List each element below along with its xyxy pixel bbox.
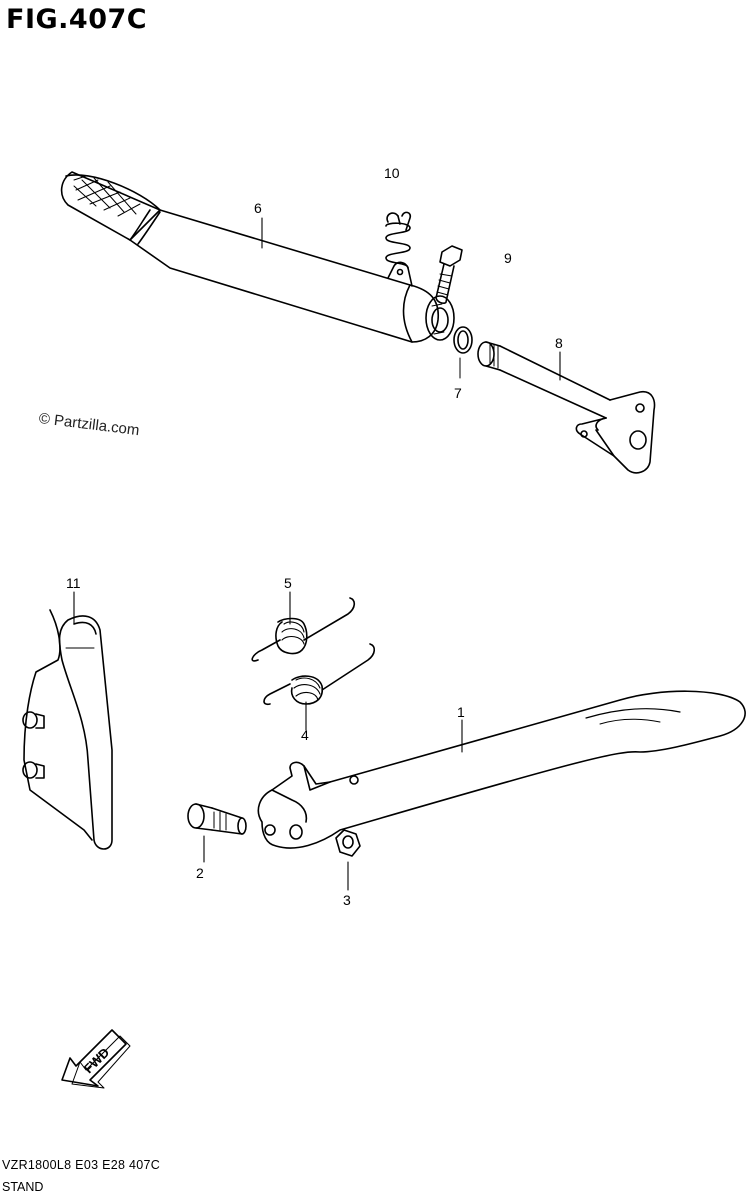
part-9-bolt: [435, 245, 463, 304]
lever-grip-knurl: [73, 175, 141, 217]
callout-8: 8: [555, 335, 563, 351]
footer-diagram-code: VZR1800L8 E03 E28 407C: [2, 1158, 161, 1172]
callout-5: 5: [284, 575, 292, 591]
part-7-washer: [453, 326, 473, 379]
callout-7: 7: [454, 385, 462, 401]
figure-title: FIG.407C: [6, 4, 148, 35]
part-11-bracket: [22, 609, 113, 850]
callout-1: 1: [457, 704, 465, 720]
leader-lines: [73, 217, 561, 891]
part-3-nut: [335, 829, 361, 857]
fwd-arrow: FWD: [61, 1029, 131, 1089]
part-2-pivot-bolt: [187, 803, 247, 835]
callout-11: 11: [66, 575, 81, 591]
part-10-spring: [385, 211, 412, 269]
lever-pivot-boss: [425, 295, 455, 341]
callout-2: 2: [196, 865, 204, 881]
part-8-pivot-shaft: [477, 341, 656, 474]
part-4-spring: [263, 643, 376, 706]
bracket-bolt-upper: [22, 711, 38, 729]
footer-diagram-name: STAND: [2, 1180, 44, 1194]
callout-4: 4: [301, 727, 309, 743]
callout-10: 10: [384, 165, 400, 181]
part-1-side-stand: [257, 690, 746, 849]
part-6-stand-lever: [60, 171, 455, 343]
callout-6: 6: [254, 200, 262, 216]
callout-9: 9: [504, 250, 512, 266]
callout-3: 3: [343, 892, 351, 908]
part-5-spring: [251, 597, 356, 662]
bracket-bolt-lower: [22, 761, 38, 779]
